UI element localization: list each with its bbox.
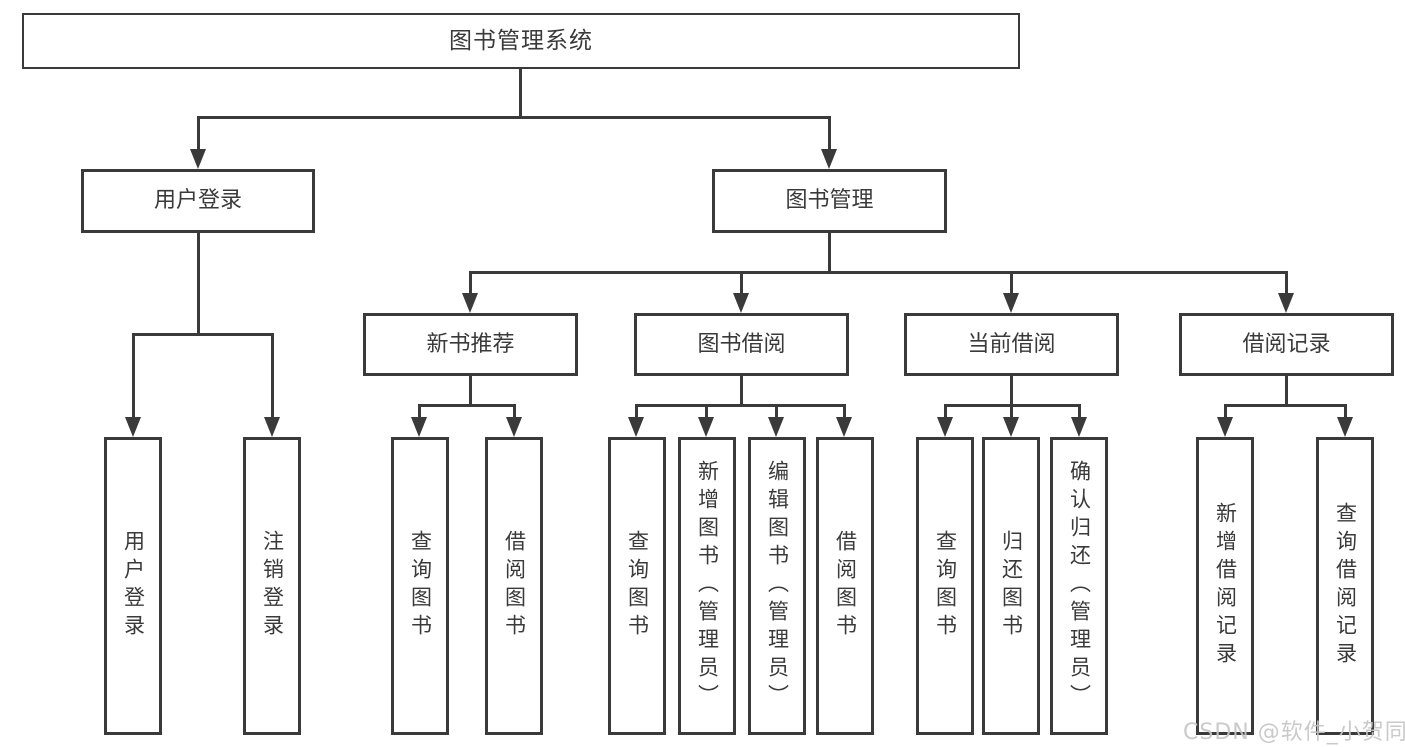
leaf-return-book: 归还图书 [982,437,1040,735]
node-label: 新书推荐 [426,331,515,357]
leaf-label: 新增图书（管理员） [695,460,720,712]
leaf-label: 用户登录 [121,530,146,642]
arrow-down-icon [1278,293,1294,313]
arrow-down-icon [628,417,644,437]
leaf-add-book-admin: 新增图书（管理员） [678,437,736,735]
leaf-add-borrow-record: 新增借阅记录 [1196,437,1254,735]
arrow-down-icon [768,417,784,437]
leaf-label: 借阅图书 [502,530,527,642]
arrow-down-icon [1217,417,1233,437]
connector-line [418,404,421,419]
connector-line [513,404,516,419]
arrow-down-icon [1003,417,1019,437]
leaf-confirm-return-admin: 确认归还（管理员） [1050,437,1108,735]
leaf-query-books-current: 查询图书 [916,437,974,735]
node-library-management-system: 图书管理系统 [22,13,1020,69]
leaf-query-books-borrowing: 查询图书 [608,437,666,735]
connector-line [1224,404,1347,407]
connector-line [828,116,831,151]
connector-line [1078,404,1081,419]
arrow-down-icon [264,417,280,437]
connector-line [775,404,778,419]
leaf-label: 确认归还（管理员） [1067,460,1092,712]
arrow-down-icon [821,149,837,169]
node-label: 图书管理 [785,188,874,213]
connector-line [197,116,831,119]
arrow-down-icon [1337,417,1353,437]
leaf-label: 查询图书 [933,530,958,642]
arrow-down-icon [733,293,749,313]
leaf-label: 查询借阅记录 [1333,502,1358,670]
arrow-down-icon [836,417,852,437]
node-user-login: 用户登录 [81,169,315,233]
node-label: 当前借阅 [967,331,1056,357]
leaf-query-books-recommend: 查询图书 [391,437,449,735]
watermark-text: CSDN @软件_小贺同学 [1183,720,1405,745]
connector-line [469,375,472,407]
connector-line [132,333,274,336]
connector-line [271,333,274,419]
node-label: 图书管理系统 [449,27,593,54]
connector-line [1010,271,1013,295]
arrow-down-icon [125,417,141,437]
node-new-book-recommend: 新书推荐 [363,313,578,376]
node-label: 借阅记录 [1242,331,1331,357]
leaf-label: 查询图书 [625,530,650,642]
connector-line [635,404,846,407]
connector-line [705,404,708,419]
connector-line [1285,375,1288,407]
connector-line [944,404,947,419]
arrow-down-icon [411,417,427,437]
connector-line [828,232,831,274]
arrow-down-icon [462,293,478,313]
node-current-borrowing: 当前借阅 [904,313,1119,376]
connector-line [635,404,638,419]
leaf-borrow-books: 借阅图书 [816,437,874,735]
leaf-query-borrow-record: 查询借阅记录 [1316,437,1374,735]
connector-line [1010,375,1013,407]
connector-line [843,404,846,419]
arrow-down-icon [698,417,714,437]
connector-line [1285,271,1288,295]
leaf-label: 编辑图书（管理员） [765,460,790,712]
connector-line [469,271,1288,274]
connector-line [1224,404,1227,419]
node-label: 用户登录 [153,188,242,213]
connector-line [1010,404,1013,419]
node-label: 图书借阅 [697,331,786,357]
arrow-down-icon [937,417,953,437]
connector-line [740,271,743,295]
leaf-label: 查询图书 [408,530,433,642]
leaf-user-login: 用户登录 [104,437,162,735]
connector-line [132,333,135,419]
node-book-management: 图书管理 [712,169,947,233]
connector-line [1344,404,1347,419]
leaf-logout: 注销登录 [243,437,301,735]
arrow-down-icon [506,417,522,437]
leaf-label: 注销登录 [260,530,285,642]
arrow-down-icon [1071,417,1087,437]
leaf-label: 借阅图书 [833,530,858,642]
node-borrowing-records: 借阅记录 [1179,313,1394,376]
arrow-down-icon [1003,293,1019,313]
connector-line [418,404,516,407]
connector-line [519,68,522,119]
connector-line [197,232,200,336]
leaf-label: 新增借阅记录 [1213,502,1238,670]
leaf-borrow-books-recommend: 借阅图书 [485,437,543,735]
leaf-edit-book-admin: 编辑图书（管理员） [748,437,806,735]
connector-line [197,116,200,151]
leaf-label: 归还图书 [999,530,1024,642]
node-book-borrowing: 图书借阅 [634,313,849,376]
connector-line [740,375,743,407]
arrow-down-icon [190,149,206,169]
connector-line [469,271,472,295]
